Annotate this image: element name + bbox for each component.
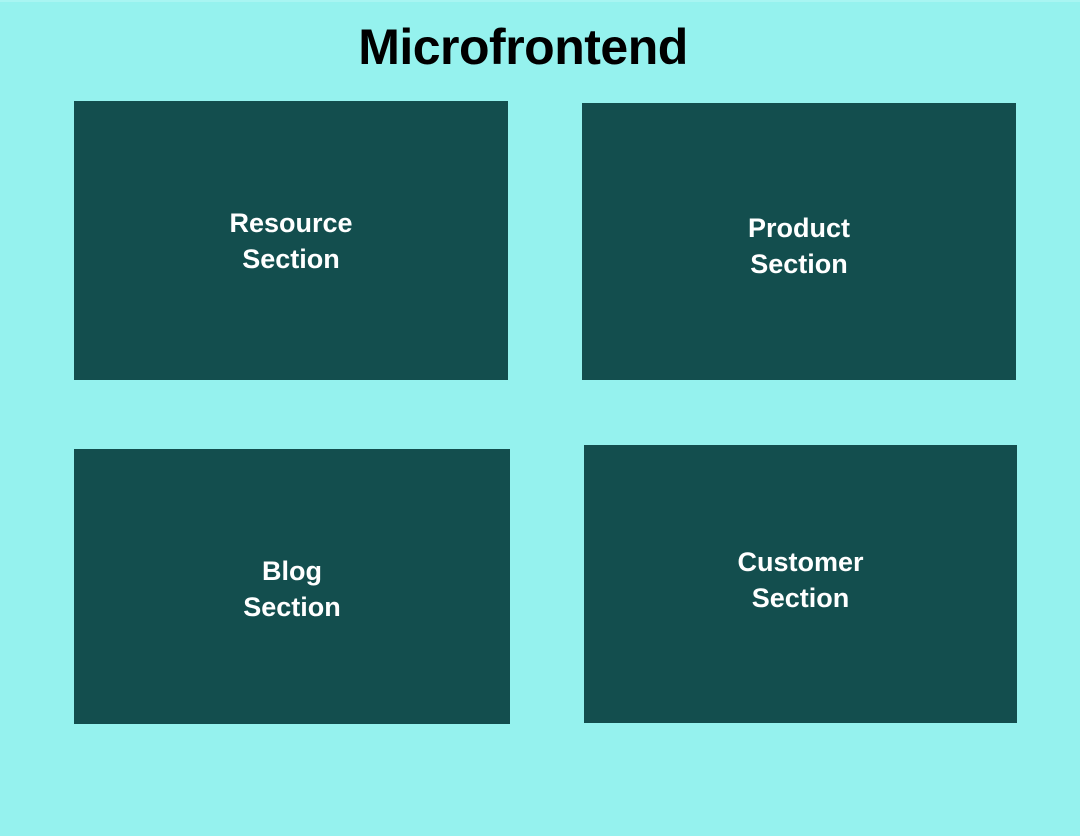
customer-section-card[interactable]: Customer Section bbox=[584, 445, 1017, 723]
resource-section-card-label: Resource Section bbox=[229, 208, 353, 274]
resource-section-card[interactable]: Resource Section bbox=[74, 101, 508, 380]
product-section-card-label: Product Section bbox=[747, 213, 850, 279]
blog-section-card[interactable]: Blog Section bbox=[74, 449, 510, 724]
blog-section-card-label: Blog Section bbox=[243, 556, 341, 622]
customer-section-card-label: Customer Section bbox=[737, 547, 864, 613]
canvas-top-edge-divider bbox=[0, 0, 1080, 2]
page-title: Microfrontend bbox=[358, 19, 688, 75]
product-section-card[interactable]: Product Section bbox=[582, 103, 1016, 380]
